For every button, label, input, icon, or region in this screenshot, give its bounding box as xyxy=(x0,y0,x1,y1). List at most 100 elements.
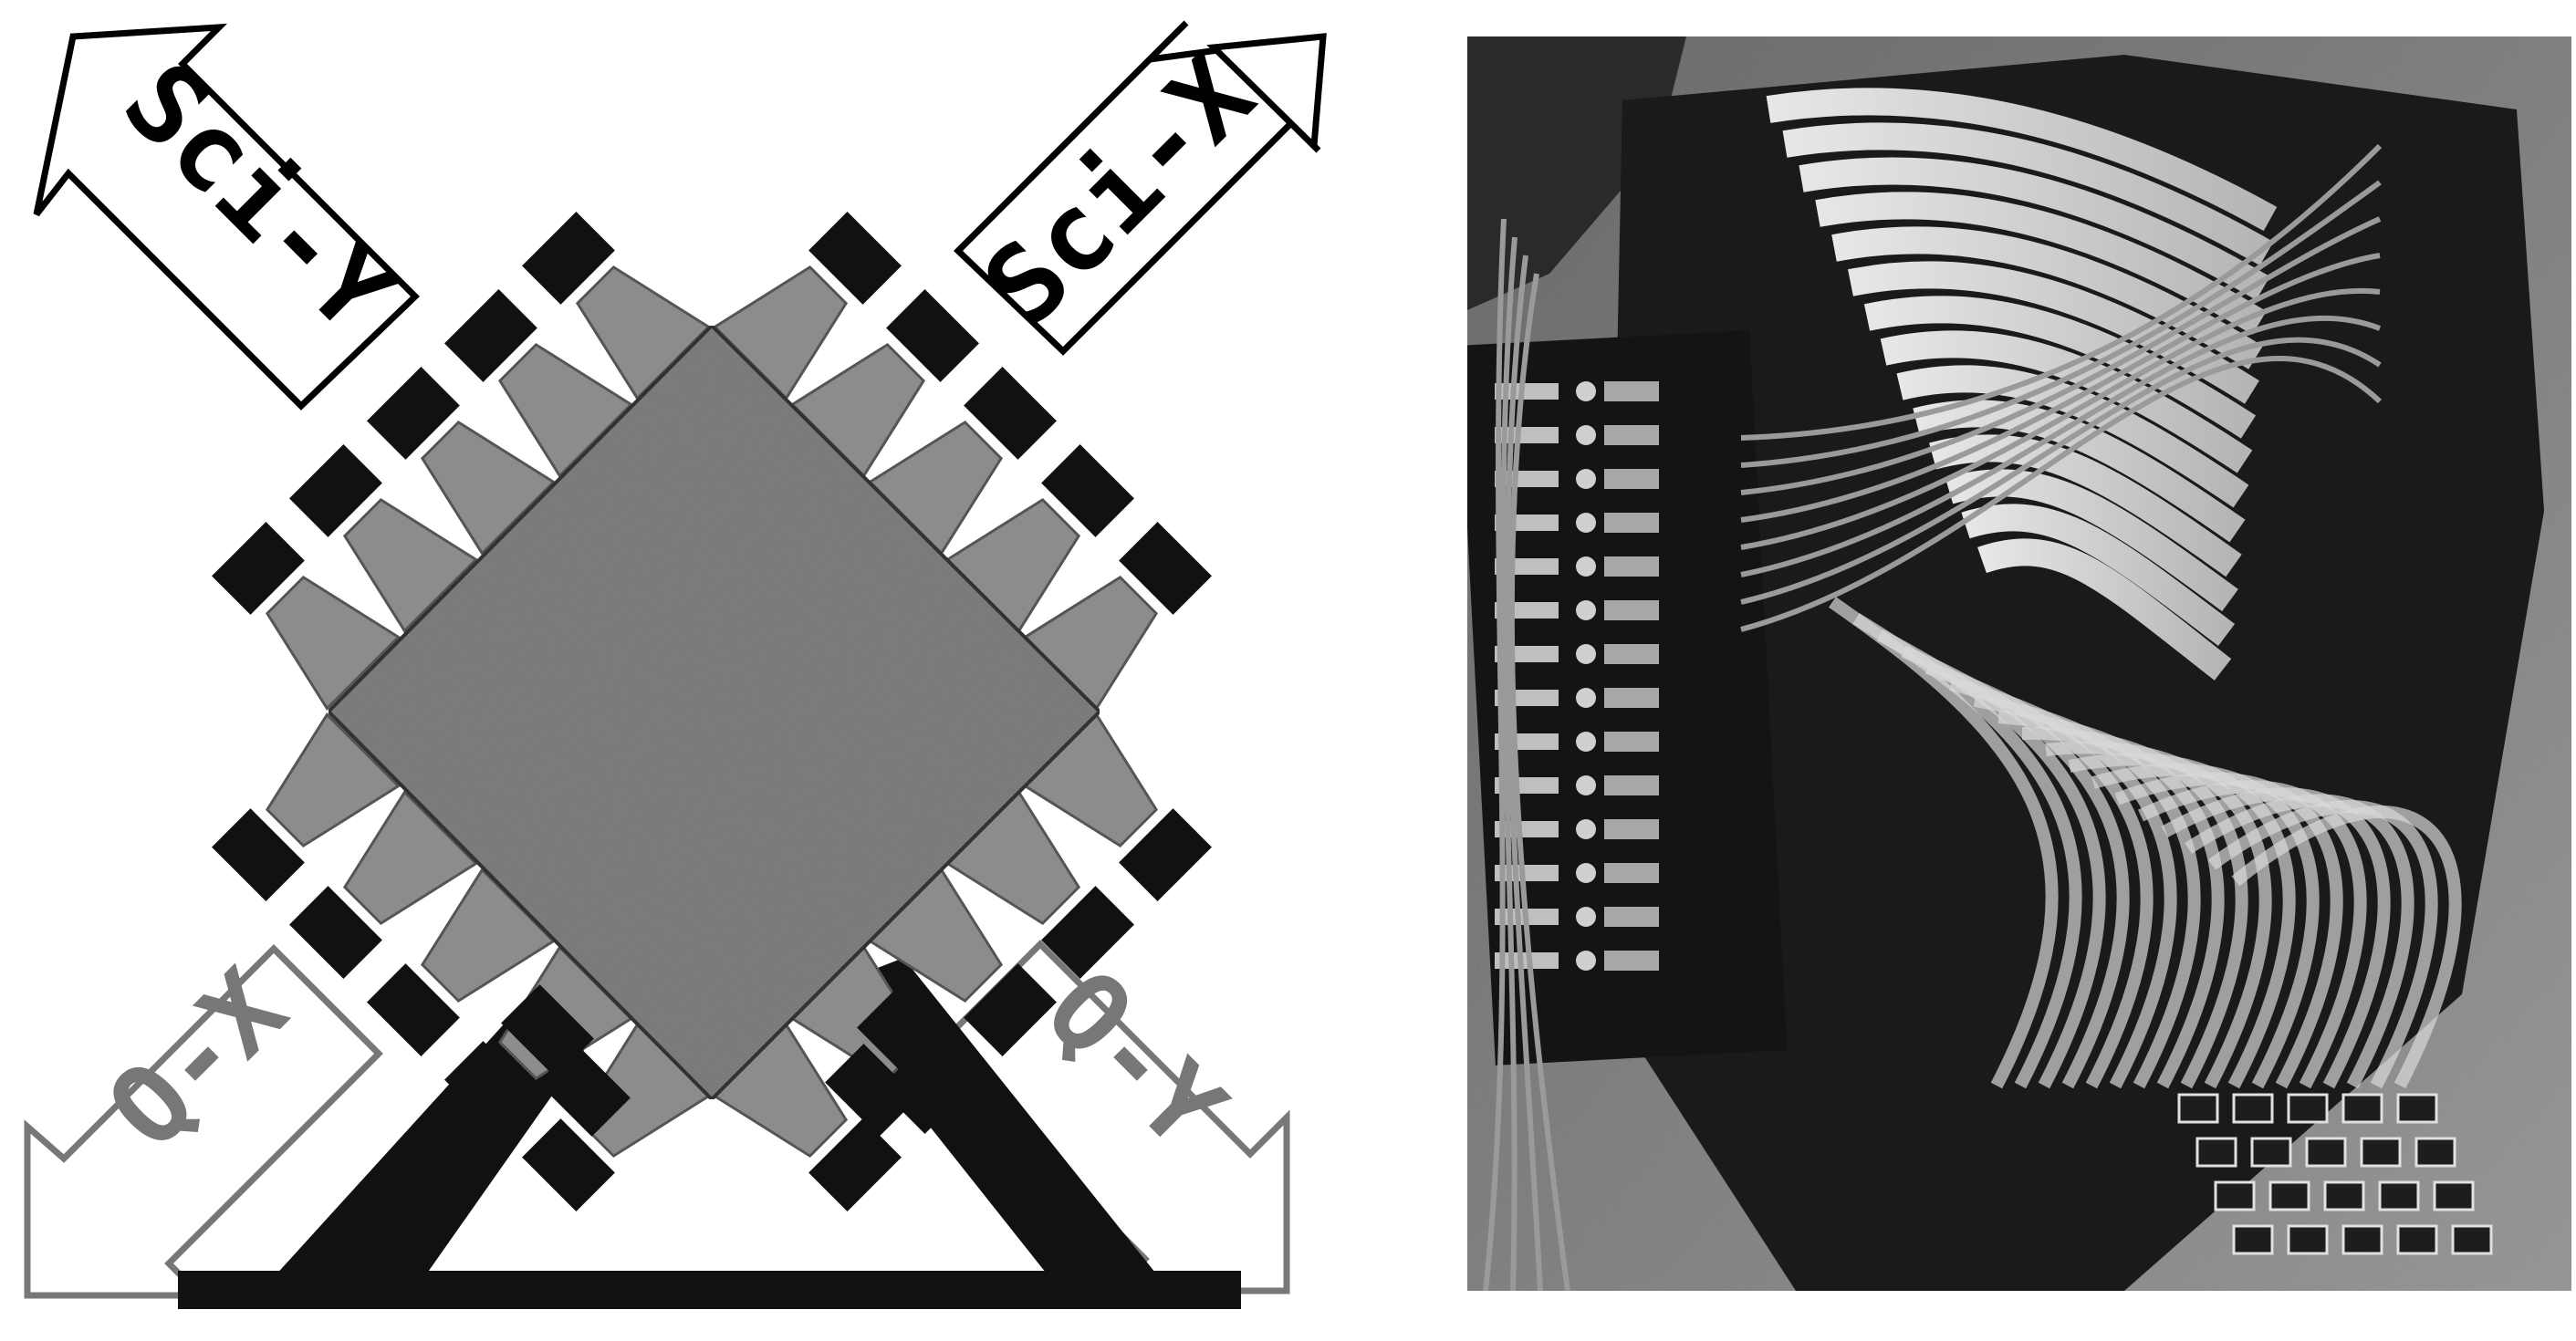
sci-x-label: Sci-X xyxy=(960,32,1278,350)
pmt-block xyxy=(808,1118,902,1211)
scintillator-block xyxy=(326,323,1102,1102)
cable xyxy=(1508,273,1570,1292)
connector-head xyxy=(1576,644,1596,664)
connector-head xyxy=(1576,469,1596,489)
cables xyxy=(1483,143,2383,1292)
scintillator-diamond xyxy=(326,323,1102,1102)
fiber-ribbon xyxy=(1896,365,2249,508)
pmt-connector xyxy=(2378,1180,2420,1211)
support-stand xyxy=(178,958,1241,1309)
connector-pin xyxy=(1604,644,1659,664)
pmt-block xyxy=(964,963,1057,1056)
connector-bar xyxy=(1457,330,1788,1066)
pmt-connector xyxy=(2177,1093,2219,1124)
fiber-strand xyxy=(2138,780,2367,1089)
fiber-ribbon xyxy=(1799,157,2270,300)
fiber-strand xyxy=(2161,787,2391,1089)
connector-pin xyxy=(1604,907,1659,927)
pmt-block xyxy=(444,289,537,382)
fiber-strand xyxy=(2207,799,2438,1089)
pmt-block xyxy=(212,522,305,615)
schematic-svg: Sci-Y Sci-X Q-X Q-Y xyxy=(24,20,1327,1309)
fiber-ribbon xyxy=(1945,469,2238,612)
pmt-connector xyxy=(2214,1180,2256,1211)
light-guides xyxy=(265,265,1159,1159)
pmt-block xyxy=(522,212,615,305)
connector-pin xyxy=(1604,469,1659,489)
pmt-block xyxy=(444,1041,537,1134)
connector-pin xyxy=(1604,381,1659,401)
fiber-ribbon xyxy=(1977,538,2232,681)
pmt-block xyxy=(886,1041,979,1134)
fiber-strand xyxy=(2185,794,2414,1089)
pmt-connector xyxy=(2287,1093,2329,1124)
connector-head xyxy=(1576,381,1596,401)
pmt-connector xyxy=(2433,1180,2475,1211)
connector-pin xyxy=(1604,775,1659,795)
connector-pins xyxy=(1495,381,1659,971)
pmt-connector xyxy=(2341,1224,2383,1255)
connector-pin xyxy=(1604,600,1659,620)
pmt-block xyxy=(857,989,950,1082)
light-guide xyxy=(420,420,556,556)
connector-head xyxy=(1576,513,1596,533)
sci-y-arrow-shape xyxy=(33,23,421,411)
cable xyxy=(1740,356,2383,632)
fiber-ribbon xyxy=(1766,88,2278,232)
pmt-block xyxy=(537,1044,631,1137)
fiber-ribbon xyxy=(1815,192,2267,335)
pmt-block xyxy=(964,367,1057,460)
cable xyxy=(1740,143,2383,441)
connector-pin xyxy=(1604,556,1659,577)
pmt-block xyxy=(825,1044,918,1137)
connector-pin xyxy=(1604,732,1659,752)
connector-head xyxy=(1576,556,1596,577)
pmt-connector xyxy=(2195,1137,2237,1168)
pmt-connector xyxy=(2232,1093,2274,1124)
connector-head xyxy=(1576,907,1596,927)
cable xyxy=(1740,315,2382,577)
pmt-block xyxy=(886,289,979,382)
connector-head xyxy=(1576,951,1596,971)
pmt-block xyxy=(522,1118,615,1211)
pmt-connector xyxy=(2451,1224,2493,1255)
pmt-block xyxy=(1041,444,1134,537)
pmt-block xyxy=(367,963,460,1056)
light-guide xyxy=(265,712,401,848)
pmt-block xyxy=(212,808,305,901)
pmt-block xyxy=(367,367,460,460)
pmt-connector xyxy=(2305,1137,2347,1168)
pmt-connector xyxy=(2414,1137,2456,1168)
q-x-arrow: Q-X xyxy=(24,944,383,1299)
fiber-ribbon xyxy=(1880,330,2253,473)
cable xyxy=(1740,337,2382,605)
light-guide xyxy=(342,790,478,926)
pmt-block xyxy=(289,886,382,979)
connector-pin xyxy=(1604,863,1659,883)
pmt-block xyxy=(1119,808,1212,901)
fiber-ribbon xyxy=(1961,504,2236,646)
light-guide xyxy=(265,575,401,711)
pmt-block xyxy=(1119,522,1212,615)
sci-x-arrow-head xyxy=(1206,33,1327,153)
connector-head xyxy=(1576,775,1596,795)
q-x-arrow-shape xyxy=(24,944,383,1299)
connector-head xyxy=(1576,600,1596,620)
lower-fiber-bundle xyxy=(1828,597,2462,1089)
pmt-connector xyxy=(2323,1180,2365,1211)
cable xyxy=(1505,255,1543,1292)
pmt-connector xyxy=(2396,1093,2438,1124)
sci-y-arrow: Sci-Y xyxy=(33,23,421,411)
pmt-connector xyxy=(2396,1224,2438,1255)
pmt-block xyxy=(289,444,382,537)
connector-pin xyxy=(1604,513,1659,533)
cable xyxy=(1740,253,2381,523)
fiber-ribbon xyxy=(1863,296,2257,439)
cable xyxy=(1740,287,2381,550)
fiber-strand xyxy=(2021,726,2248,1089)
fiber-ribbon xyxy=(1782,122,2274,266)
connector-pin xyxy=(1604,951,1659,971)
cable xyxy=(1500,236,1517,1292)
pmt-connector xyxy=(2232,1224,2274,1255)
fiber-strand xyxy=(2231,806,2462,1089)
